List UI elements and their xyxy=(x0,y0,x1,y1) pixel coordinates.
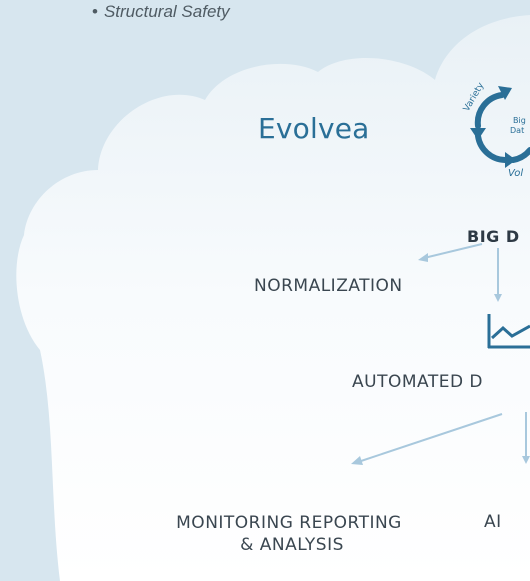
normalization-label: NORMALIZATION xyxy=(254,276,403,296)
monitoring-line-2: & ANALYSIS xyxy=(240,535,344,555)
monitoring-label: MONITORING REPORTING & ANALYSIS xyxy=(148,512,430,556)
top-bullet-item: • Structural Safety xyxy=(92,2,230,22)
big-data-title: BIG D xyxy=(467,227,520,246)
chart-icon xyxy=(487,314,530,349)
bullet-dot: • xyxy=(92,2,98,21)
arrow-to-monitoring xyxy=(351,413,503,465)
big-label: Big xyxy=(513,116,526,125)
monitoring-line-1: MONITORING REPORTING xyxy=(176,513,402,533)
bullet-text: Structural Safety xyxy=(103,2,230,21)
arrow-to-normalization xyxy=(418,243,483,262)
arrow-down-from-big-data xyxy=(494,248,502,302)
arrow-down-to-ai xyxy=(522,412,530,464)
brand-name: Evolvea xyxy=(258,112,370,145)
automated-data-label: AUTOMATED D xyxy=(352,372,484,392)
cloud-shape xyxy=(16,15,530,581)
data-label: Dat xyxy=(510,126,524,135)
volume-label: Vol xyxy=(508,168,523,179)
ai-label: AI xyxy=(484,512,502,532)
